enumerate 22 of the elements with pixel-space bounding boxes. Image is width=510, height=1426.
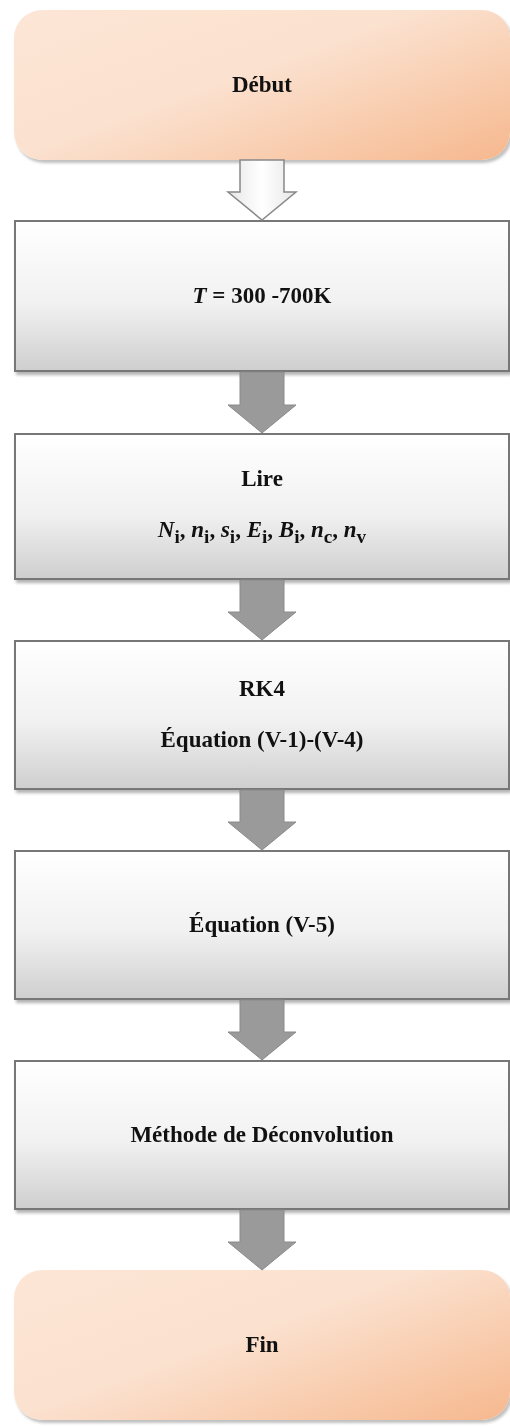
box-text: N$_{i}$, n$_{i}$, s$_{i}$, E$_{i}$, B$_{i}$, n$_{c}$, n$_{v}$ (157, 515, 367, 549)
block-arrow (227, 371, 297, 434)
terminal-box (14, 1270, 510, 1420)
block-arrow (227, 1209, 297, 1271)
box-text: T = 300 -700K (192, 281, 332, 310)
box-text: Équation (V-5) (189, 910, 335, 939)
process-box (14, 433, 510, 580)
process-box (14, 1060, 510, 1210)
process-box (14, 220, 510, 372)
box-heading: Lire (241, 464, 283, 493)
box-text: Équation (V-1)-(V-4) (160, 726, 364, 754)
block-arrow (225, 159, 299, 221)
block-arrow (227, 789, 297, 851)
process-box (14, 640, 510, 790)
box-text: Début (231, 70, 293, 99)
box-text: Fin (245, 1330, 279, 1359)
block-arrow (227, 579, 297, 641)
terminal-box (14, 10, 510, 160)
box-text: Méthode de Déconvolution (130, 1120, 394, 1149)
block-arrow (227, 999, 297, 1061)
process-box (14, 850, 510, 1000)
box-heading: RK4 (239, 675, 285, 704)
